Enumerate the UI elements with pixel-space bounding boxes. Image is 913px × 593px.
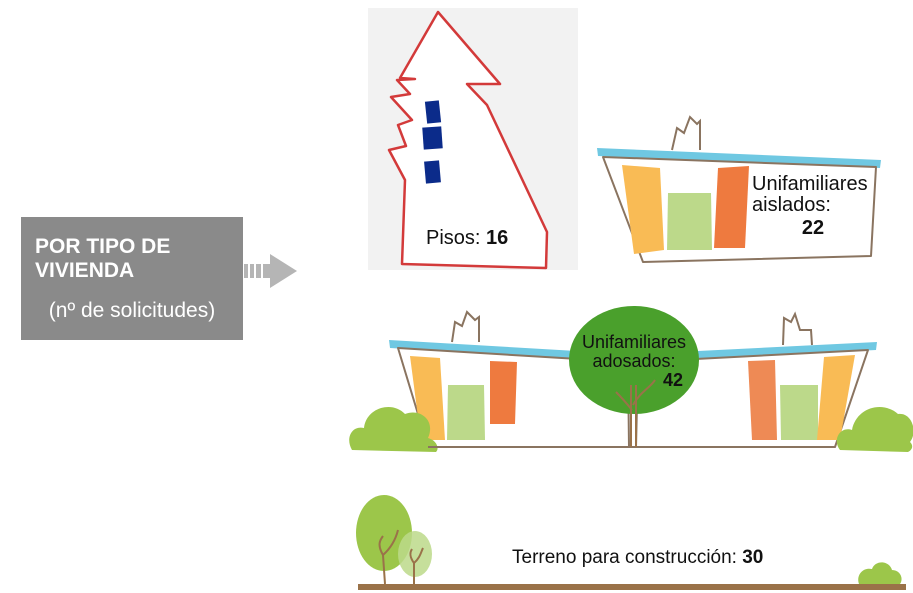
category-title-line1: POR TIPO DE [35, 235, 171, 258]
terreno-label: Terreno para construcción: 30 [512, 548, 763, 568]
pisos-label-text: Pisos: [426, 227, 481, 249]
adosados-label-line2: adosados: [592, 350, 676, 371]
terreno-value: 30 [742, 547, 764, 568]
aislados-label-line2: aislados: [752, 194, 831, 216]
adosados-value: 42 [662, 369, 683, 390]
detached-house-icon [597, 115, 881, 263]
arrow-right-icon [244, 254, 297, 288]
aislados-value: 22 [801, 217, 825, 239]
tree-icon [569, 306, 699, 447]
land-plot-icon [356, 495, 906, 590]
category-title: POR TIPO DE VIVIENDA [35, 235, 170, 283]
apartment-building-icon [368, 8, 578, 270]
terreno-label-text: Terreno para construcción: [512, 547, 737, 568]
aislados-label-line1: Unifamiliares [752, 173, 868, 195]
category-title-line2: VIVIENDA [35, 259, 135, 283]
pisos-value: 16 [486, 227, 509, 249]
category-subtitle: (nº de solicitudes) [48, 299, 216, 322]
adosados-label: Unifamiliares adosados: 42 [575, 333, 693, 390]
aislados-label: Unifamiliares aislados: 22 [752, 174, 874, 239]
category-box: POR TIPO DE VIVIENDA (nº de solicitudes) [21, 217, 243, 340]
pisos-label: Pisos: 16 [426, 228, 508, 249]
adosados-label-line1: Unifamiliares [581, 332, 687, 352]
